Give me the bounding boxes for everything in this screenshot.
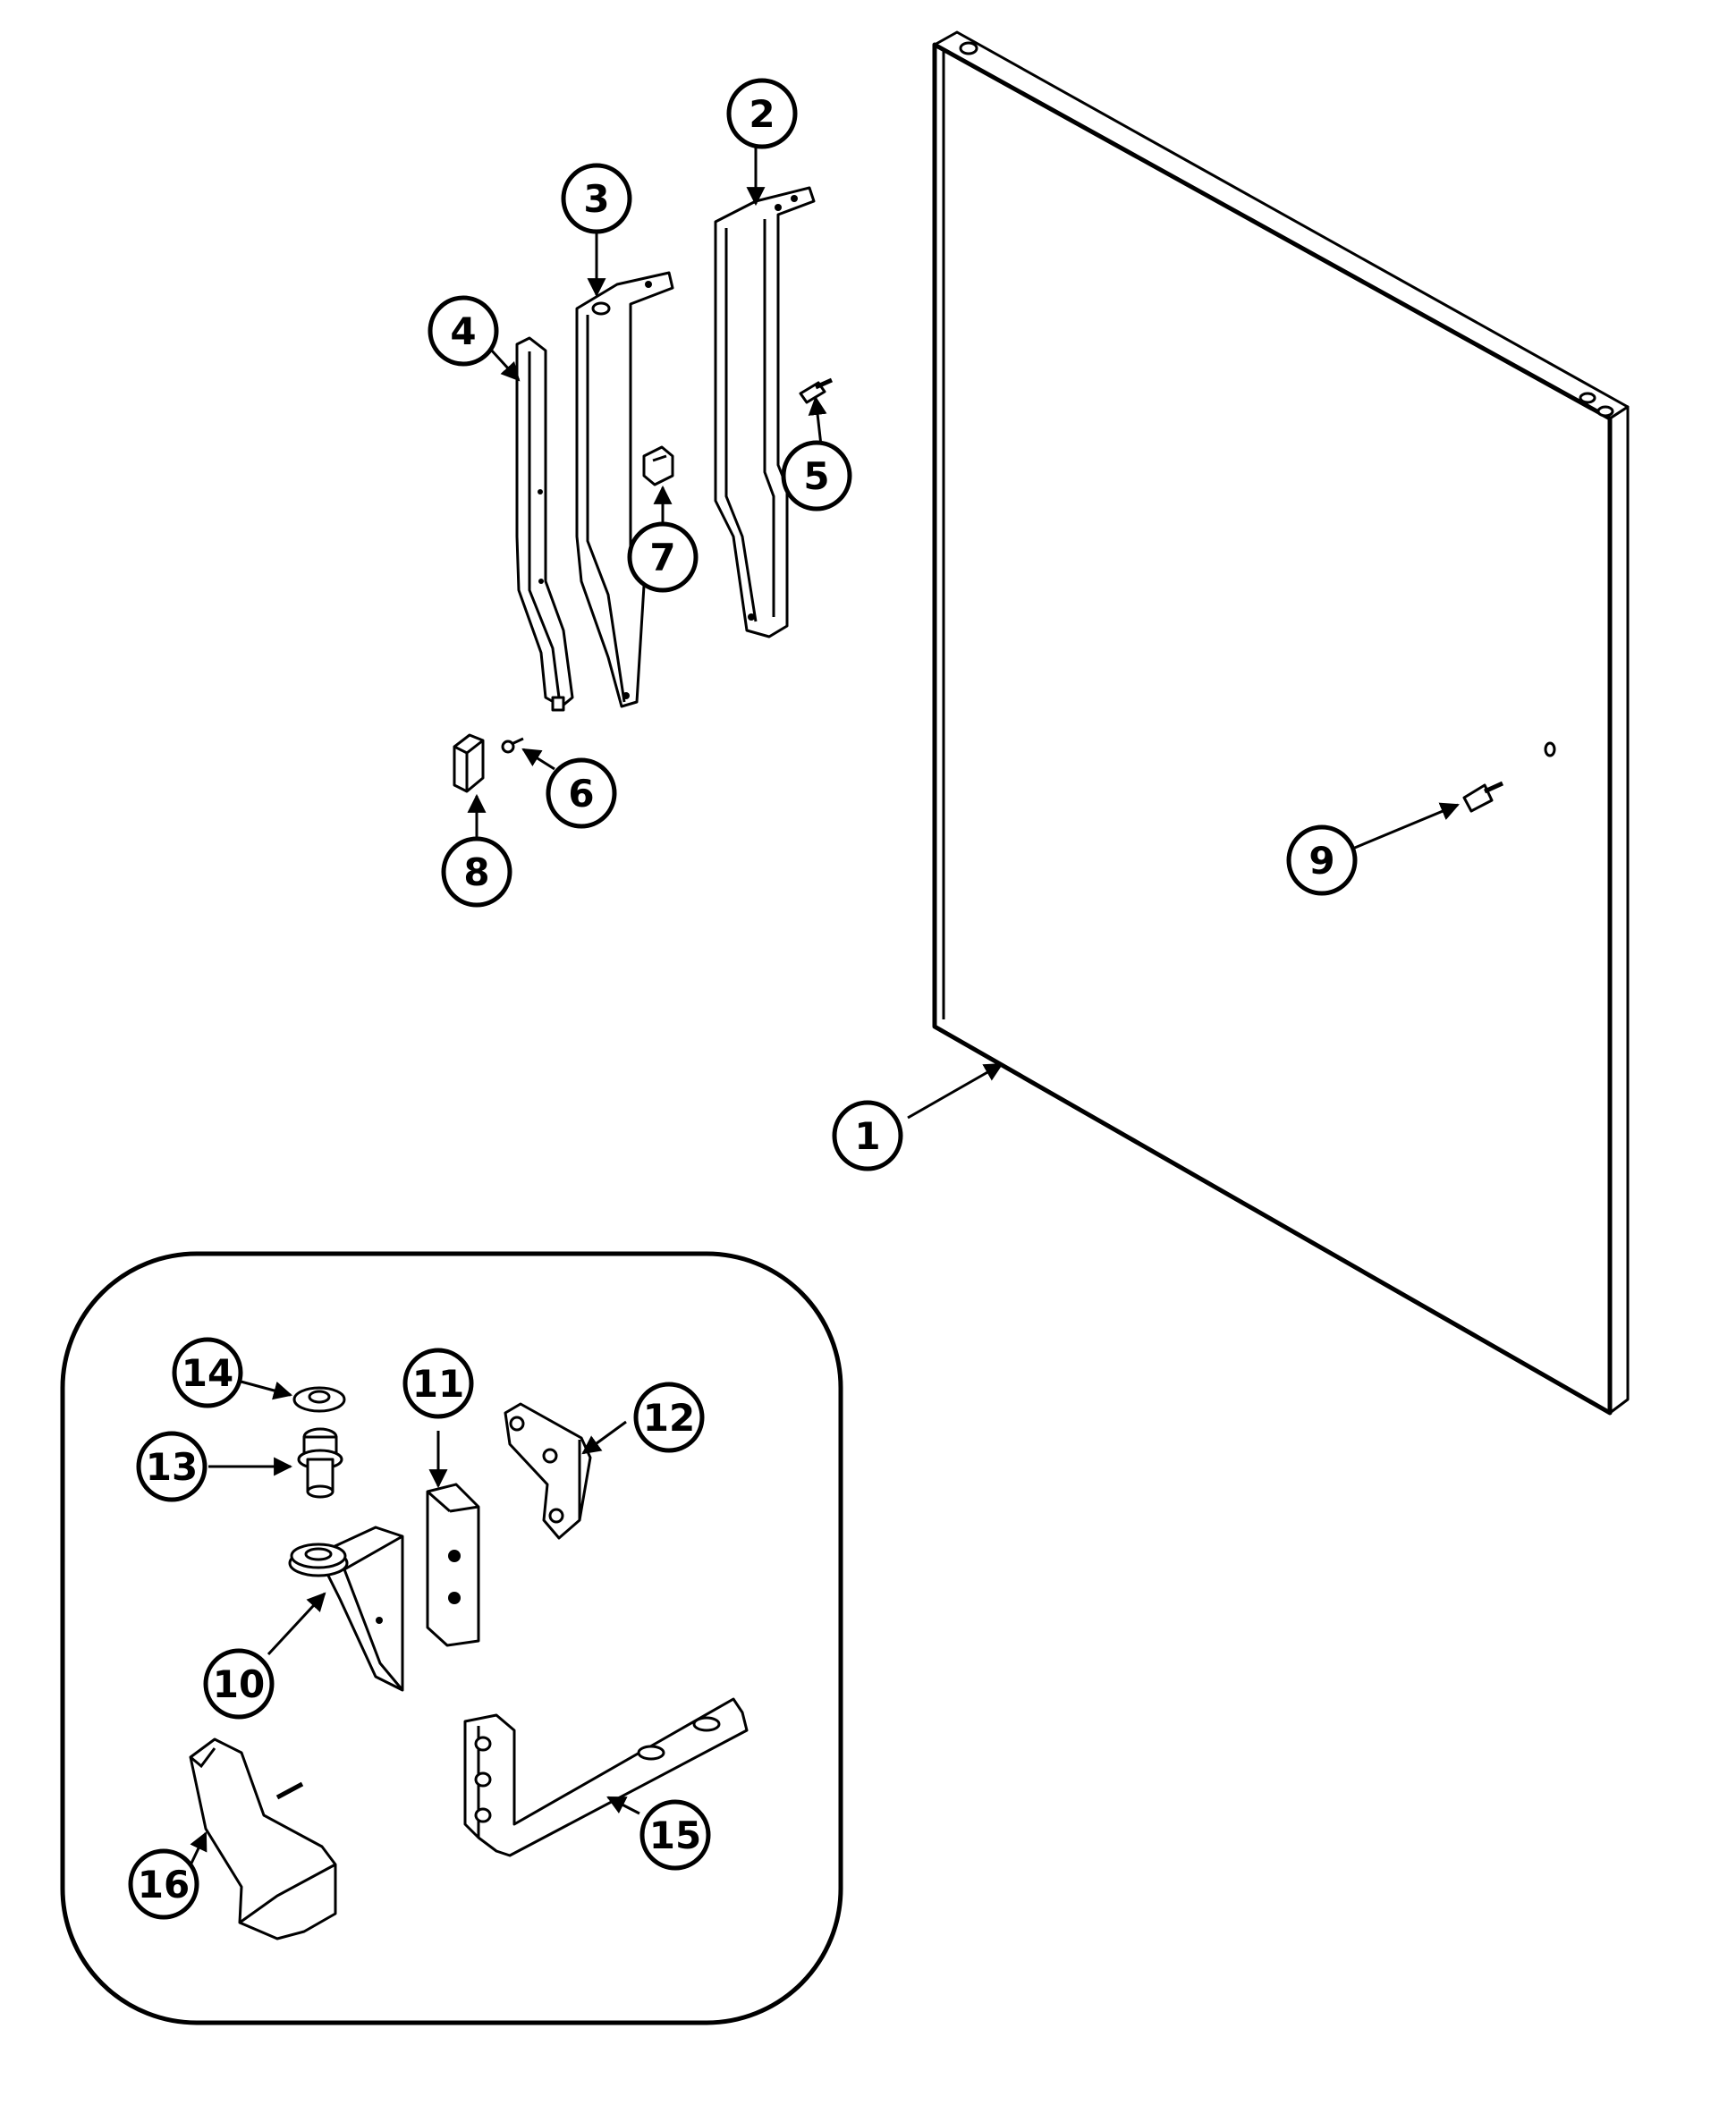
inset-frame xyxy=(60,1251,843,2025)
callout-16-label: 16 xyxy=(138,1863,190,1906)
callout-2-label: 2 xyxy=(749,92,775,136)
l-bracket-15 xyxy=(463,1697,749,1857)
callout-4: 4 xyxy=(428,295,499,367)
door-panel xyxy=(932,30,1630,1416)
callout-1-label: 1 xyxy=(854,1114,880,1158)
callout-4-label: 4 xyxy=(450,309,476,353)
callout-9: 9 xyxy=(1286,824,1358,896)
callout-5-label: 5 xyxy=(803,454,829,498)
door-stop-pin xyxy=(1462,781,1504,813)
bracket-12 xyxy=(504,1402,592,1540)
clip-7 xyxy=(642,445,674,486)
callout-15-label: 15 xyxy=(649,1813,701,1857)
callout-7-label: 7 xyxy=(649,536,675,579)
washer-14 xyxy=(292,1386,346,1413)
callout-9-label: 9 xyxy=(1308,839,1334,883)
cap-8 xyxy=(453,733,485,793)
callout-2: 2 xyxy=(726,78,798,149)
callout-10-label: 10 xyxy=(213,1662,265,1706)
callout-6: 6 xyxy=(546,757,617,829)
callout-13: 13 xyxy=(136,1431,207,1502)
callout-11-label: 11 xyxy=(412,1362,464,1406)
screw-6 xyxy=(501,737,524,754)
screw-5 xyxy=(799,377,834,404)
callout-15: 15 xyxy=(639,1799,711,1871)
lower-hinge-16 xyxy=(189,1737,337,1940)
hinge-block-10 xyxy=(288,1526,404,1692)
callout-3: 3 xyxy=(561,163,632,234)
callout-7: 7 xyxy=(627,521,699,593)
hinge-bar-2 xyxy=(714,186,816,638)
shim-plate-11 xyxy=(426,1483,480,1647)
callout-5: 5 xyxy=(781,440,852,511)
callout-16: 16 xyxy=(128,1848,199,1920)
callout-12-label: 12 xyxy=(643,1396,695,1440)
callout-6-label: 6 xyxy=(568,772,594,816)
callout-3-label: 3 xyxy=(583,177,609,221)
hinge-pin-13 xyxy=(297,1427,343,1499)
callout-1: 1 xyxy=(832,1100,903,1171)
hinge-bar-3 xyxy=(575,271,674,708)
callout-12: 12 xyxy=(633,1382,705,1453)
leader-lines xyxy=(186,145,1460,1872)
callout-10: 10 xyxy=(203,1648,275,1720)
callout-14-label: 14 xyxy=(182,1351,233,1395)
callout-13-label: 13 xyxy=(146,1445,198,1489)
hinge-bar-4 xyxy=(515,336,574,712)
callout-8-label: 8 xyxy=(463,850,489,894)
callout-8: 8 xyxy=(441,836,512,908)
callout-14: 14 xyxy=(172,1337,243,1408)
callout-11: 11 xyxy=(402,1348,474,1419)
